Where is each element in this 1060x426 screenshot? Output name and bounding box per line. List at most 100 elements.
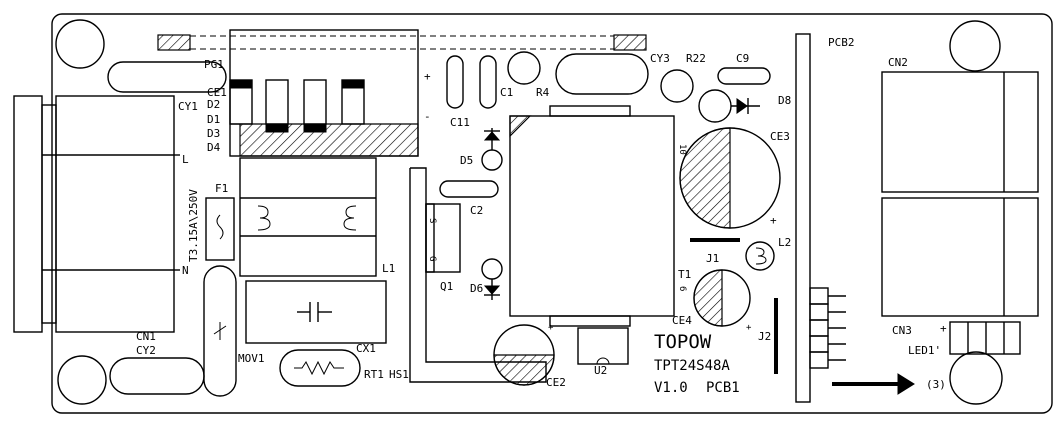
label-ce3: CE3 <box>770 130 790 143</box>
ce3-capacitor <box>679 127 781 229</box>
label-c9: C9 <box>736 52 749 65</box>
label-d3: D3 <box>207 127 220 140</box>
label-minus-ce1: - <box>424 110 431 123</box>
label-f1: F1 <box>215 182 228 195</box>
label-t1-pin10: 10 <box>677 144 687 155</box>
cy2-capacitor <box>109 357 205 395</box>
ce2-capacitor <box>493 324 555 386</box>
label-d4: D4 <box>207 141 221 154</box>
diode-d4 <box>341 79 365 125</box>
r22-resistor <box>660 69 694 103</box>
diode-d2 <box>229 79 253 125</box>
label-l1: L1 <box>382 262 395 275</box>
version-text: V1.0 <box>654 380 688 396</box>
label-cn2: CN2 <box>888 56 908 69</box>
d5-diode <box>481 128 503 171</box>
label-t1-pin6: 6 <box>677 286 687 291</box>
label-d5: D5 <box>460 154 473 167</box>
label-fuse-rating: T3.15A\250V <box>187 189 200 262</box>
direction-arrow <box>832 373 915 395</box>
c11-capacitor-b <box>479 55 497 109</box>
f1-fuse <box>205 197 235 261</box>
diode-d1 <box>265 79 289 133</box>
label-r22: R22 <box>686 52 706 65</box>
hs1-heatsink <box>409 167 547 383</box>
label-l2: L2 <box>778 236 791 249</box>
label-q1-pin-s: S <box>427 218 437 223</box>
arrow-note: (3) <box>926 378 946 391</box>
label-q1: Q1 <box>440 280 453 293</box>
label-j2: J2 <box>758 330 771 343</box>
diode-d3 <box>303 79 327 133</box>
mounting-hole-bottom-right <box>949 351 1003 405</box>
label-led1-plus: + <box>940 322 947 335</box>
cx1-capacitor <box>245 280 387 344</box>
label-q1-pin-g: G <box>427 256 437 261</box>
l2-inductor <box>745 241 775 271</box>
label-c1: C1 <box>500 86 513 99</box>
q1-transistor <box>425 203 461 273</box>
label-d8: D8 <box>778 94 791 107</box>
label-plus-ce1: + <box>424 70 431 83</box>
label-pin-l: L <box>182 153 189 166</box>
label-j1-plus: + <box>746 323 752 333</box>
label-d2: D2 <box>207 98 220 111</box>
c11-capacitor-a <box>446 55 464 109</box>
board-outline <box>51 13 1053 414</box>
pcb2-text: PCB2 <box>828 36 855 49</box>
label-cn3: CN3 <box>892 324 912 337</box>
label-d6: D6 <box>470 282 483 295</box>
mounting-hole-top-right <box>949 20 1001 72</box>
label-u2: U2 <box>594 364 607 377</box>
label-cx1: CX1 <box>356 342 376 355</box>
d8-diode <box>698 89 760 123</box>
brand-text: TOPOW <box>654 331 712 353</box>
label-hs1: HS1 <box>389 368 409 381</box>
mounting-hole-bottom-left <box>57 355 107 405</box>
d6-diode <box>481 258 503 300</box>
label-cy3: CY3 <box>650 52 670 65</box>
label-r4: R4 <box>536 86 550 99</box>
mounting-hole-top-left <box>55 19 105 69</box>
top-slot-right <box>613 34 647 51</box>
label-c2: C2 <box>470 204 483 217</box>
cn1-connector <box>13 95 180 333</box>
pcb2-board-edge <box>795 33 811 403</box>
label-ce2-plus: + <box>548 323 554 333</box>
pcb2-pins <box>809 287 846 369</box>
c1-capacitor <box>507 51 541 85</box>
mov1-varistor <box>203 265 237 397</box>
label-cy1: CY1 <box>178 100 198 113</box>
label-c11: C11 <box>450 116 470 129</box>
label-d1: D1 <box>207 113 220 126</box>
label-ce4: CE4 <box>672 314 692 327</box>
cy3-capacitor <box>555 53 649 95</box>
label-t1: T1 <box>678 268 691 281</box>
label-j1: J1 <box>706 252 719 265</box>
label-ce3-plus: + <box>770 214 777 227</box>
model-text: TPT24S48A <box>654 358 730 374</box>
t1-transformer <box>509 105 675 327</box>
cy1-capacitor <box>107 61 227 93</box>
c2-capacitor <box>439 180 499 198</box>
pcb1-text: PCB1 <box>706 380 740 396</box>
label-led1: LED1' <box>908 344 941 357</box>
label-pg1: PG1 <box>204 58 224 71</box>
label-ce1: CE1 <box>207 86 227 99</box>
label-cn1: CN1 <box>136 330 156 343</box>
label-rt1: RT1 <box>364 368 384 381</box>
c9-capacitor <box>717 67 771 85</box>
bridge-rectifier-block <box>229 29 419 157</box>
u2-ic <box>577 327 629 365</box>
label-ce2: CE2 <box>546 376 566 389</box>
j1-capacitor <box>693 269 751 327</box>
cn3-connector <box>881 197 1039 317</box>
rt1-thermistor <box>279 349 361 387</box>
led1-indicator <box>949 321 1021 355</box>
label-cy2: CY2 <box>136 344 156 357</box>
label-mov1: MOV1 <box>238 352 265 365</box>
top-slot-left <box>157 34 191 51</box>
l1-choke <box>239 157 377 277</box>
cn2-connector <box>881 71 1039 193</box>
